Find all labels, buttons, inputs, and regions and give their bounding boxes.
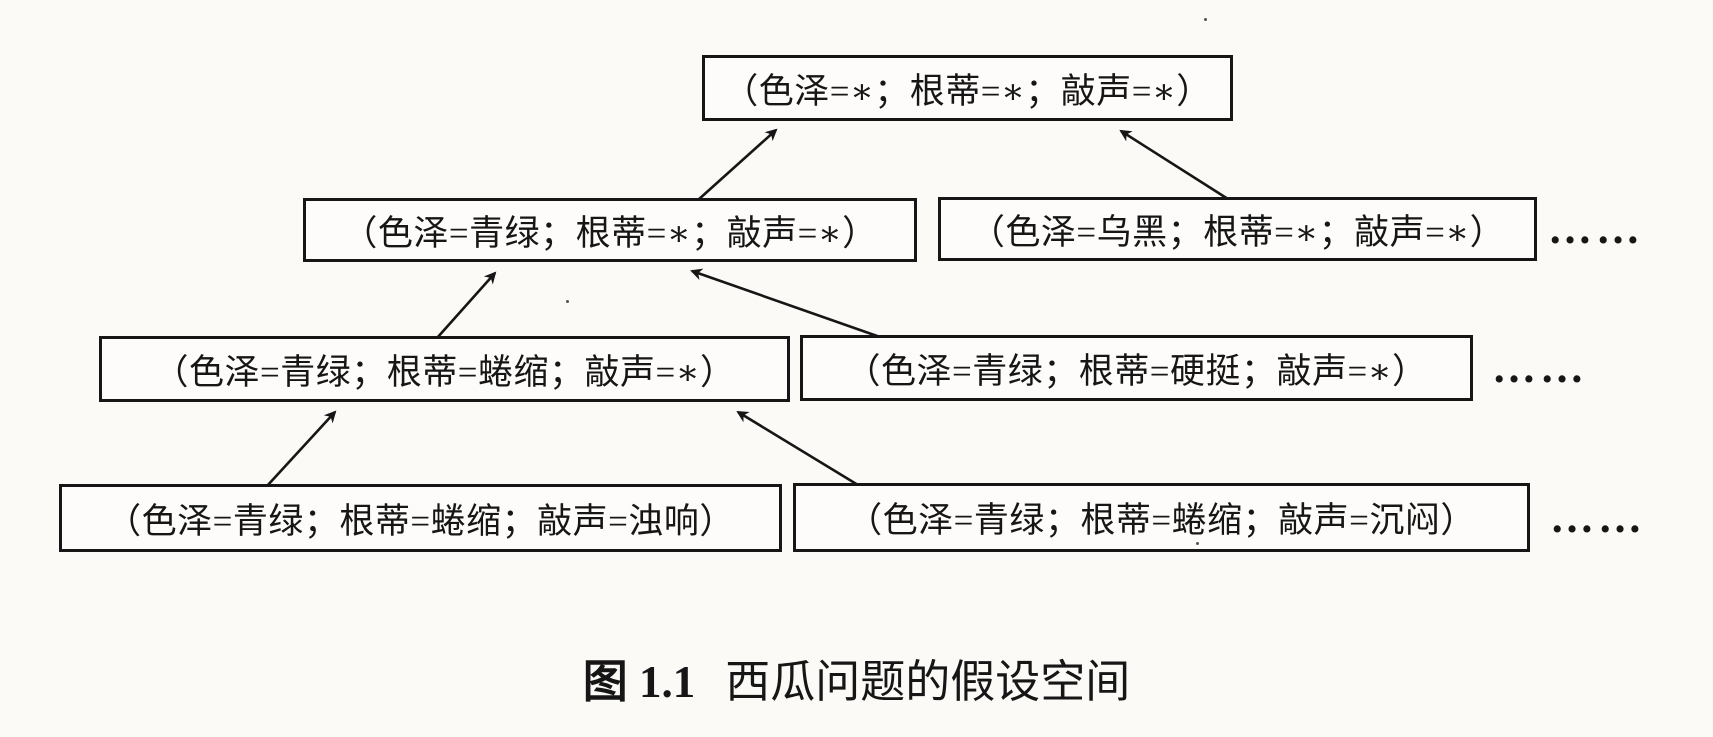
- scan-speck: [1204, 18, 1207, 21]
- hypothesis-node-level2-right: （色泽=乌黑；根蒂=∗；敲声=∗）: [938, 197, 1537, 261]
- hypothesis-node-level4-left-text: （色泽=青绿；根蒂=蜷缩；敲声=浊响）: [106, 501, 735, 541]
- arrow-l2left-to-root: [697, 128, 778, 201]
- scan-speck: [566, 300, 569, 303]
- arrow-l3right-to-l2left: [690, 268, 881, 339]
- hypothesis-node-level2-right-text: （色泽=乌黑；根蒂=∗；敲声=∗）: [969, 212, 1506, 252]
- hypothesis-node-level2-left: （色泽=青绿；根蒂=∗；敲声=∗）: [303, 198, 917, 262]
- arrow-l4left-to-l3left: [266, 410, 337, 487]
- hypothesis-node-root: （色泽=∗；根蒂=∗；敲声=∗）: [702, 55, 1233, 121]
- arrow-l3left-to-l2left: [436, 271, 497, 339]
- figure-caption: 图 1.1 西瓜问题的假设空间: [0, 645, 1713, 710]
- hypothesis-node-level4-right-text: （色泽=青绿；根蒂=蜷缩；敲声=沉闷）: [847, 501, 1476, 540]
- arrow-l4right-to-l3left: [736, 410, 859, 487]
- hypothesis-node-level4-right: （色泽=青绿；根蒂=蜷缩；敲声=沉闷）: [793, 483, 1530, 552]
- ellipsis-level4: ……: [1550, 492, 1646, 542]
- hypothesis-node-level3-left: （色泽=青绿；根蒂=蜷缩；敲声=∗）: [99, 336, 790, 402]
- ellipsis-level3: ……: [1492, 343, 1588, 392]
- hypothesis-node-level3-right: （色泽=青绿；根蒂=硬挺；敲声=∗）: [800, 335, 1473, 401]
- figure-caption-title: 西瓜问题的假设空间: [725, 657, 1131, 707]
- hypothesis-node-level3-left-text: （色泽=青绿；根蒂=蜷缩；敲声=∗）: [153, 352, 736, 392]
- hypothesis-node-level3-right-text: （色泽=青绿；根蒂=硬挺；敲声=∗）: [845, 351, 1428, 391]
- arrow-l2right-to-root: [1119, 129, 1229, 201]
- hypothesis-node-level2-left-text: （色泽=青绿；根蒂=∗；敲声=∗）: [342, 213, 878, 253]
- figure-caption-label: 图 1.1: [582, 657, 696, 707]
- scan-speck: [1196, 542, 1199, 545]
- hypothesis-node-level4-left: （色泽=青绿；根蒂=蜷缩；敲声=浊响）: [59, 484, 782, 552]
- hypothesis-node-root-text: （色泽=∗；根蒂=∗；敲声=∗）: [723, 71, 1212, 111]
- ellipsis-level2: ……: [1548, 204, 1644, 253]
